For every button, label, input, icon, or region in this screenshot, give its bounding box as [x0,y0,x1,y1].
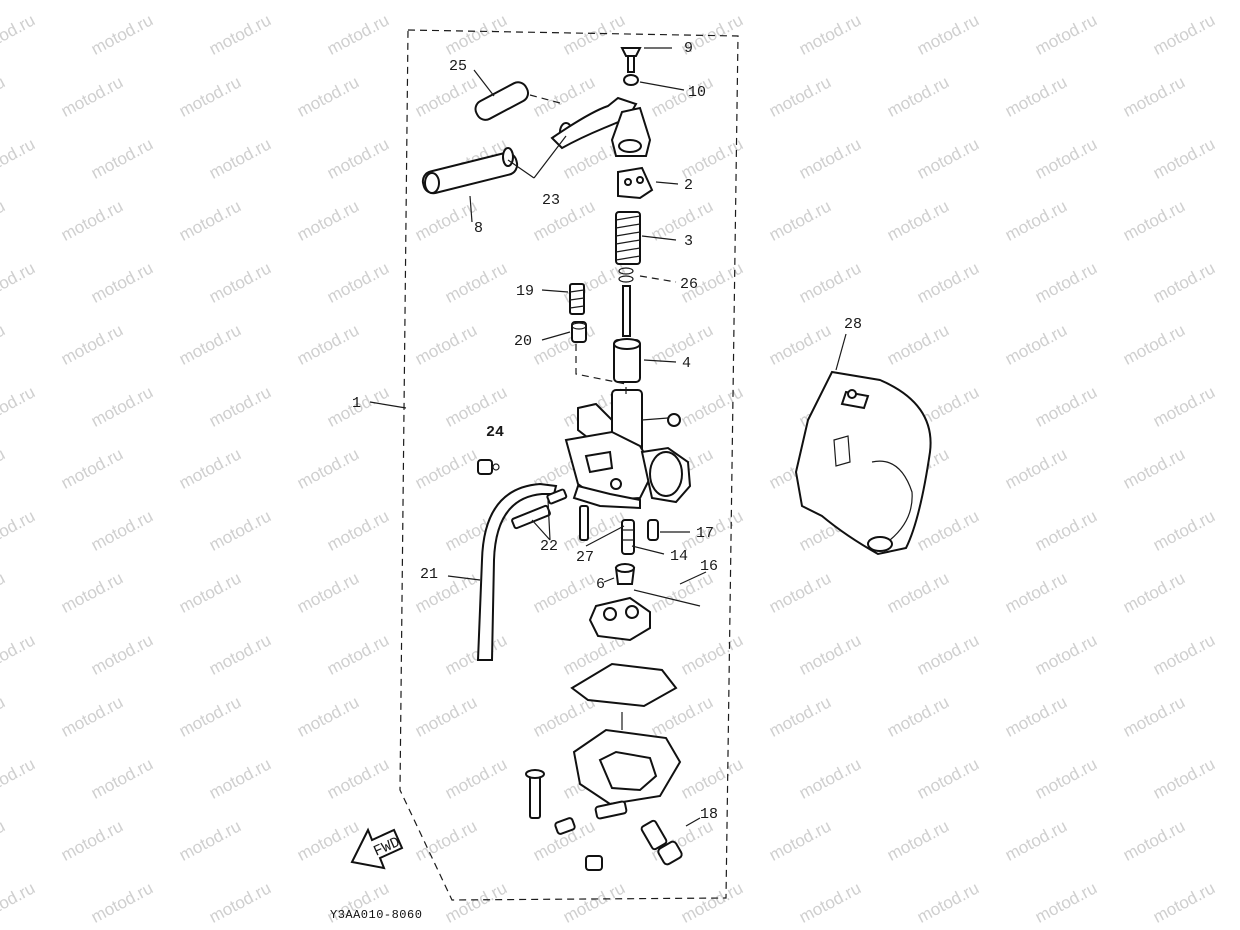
callout-28: 28 [844,316,862,333]
callout-1: 1 [352,395,361,412]
part-float-chamber-gasket [570,662,678,708]
part-14-main-jet-holder [621,519,635,555]
part-8-overflow-hose [421,151,519,195]
callout-25: 25 [449,58,467,75]
part-16-float-pin [633,589,701,607]
part-6-main-jet [614,563,636,585]
callout-22: 22 [540,538,558,555]
part-9-screw [620,47,642,73]
part-17-jet [647,519,659,541]
part-mixing-chamber-top [610,106,652,157]
callout-23: 23 [542,192,560,209]
part-18-drain-hose [640,819,683,866]
fwd-direction-arrow: FWD [350,827,404,870]
callout-9: 9 [684,40,693,57]
callout-3: 3 [684,233,693,250]
callout-26: 26 [680,276,698,293]
part-10-washer [623,74,639,86]
part-20-spring [571,321,587,343]
part-float [588,596,651,642]
callout-6: 6 [596,576,605,593]
callout-2: 2 [684,177,693,194]
part-jet-needle [622,285,631,337]
part-26-needle-clip [618,267,634,283]
part-cable-elbow [550,96,638,150]
part-25-breather-hose [474,81,561,121]
callout-16: 16 [700,558,718,575]
callout-20: 20 [514,333,532,350]
callout-27: 27 [576,549,594,566]
part-bottom-plug [585,855,603,871]
callout-24: 24 [486,424,504,441]
part-27-needle-jet [579,505,589,541]
part-24-plug [477,459,500,475]
part-float-chamber [572,712,682,806]
part-2-top-gasket [617,166,654,200]
drawing-code: Y3AA010-8060 [330,908,422,922]
part-drain-screw [554,800,628,835]
part-3-throttle-spring [615,211,641,265]
part-21-drain-tube [476,482,558,661]
callout-17: 17 [696,525,714,542]
callout-10: 10 [688,84,706,101]
callout-8: 8 [474,220,483,237]
callout-14: 14 [670,548,688,565]
part-19-pilot-screw [569,283,585,315]
leader-lines [369,47,847,827]
callout-18: 18 [700,806,718,823]
part-chamber-screw [525,769,545,819]
part-4-throttle-valve [613,338,641,383]
callout-19: 19 [516,283,534,300]
part-28-air-filter-cover [794,370,932,556]
callout-21: 21 [420,566,438,583]
callout-4: 4 [682,355,691,372]
part-carburetor-body [564,389,692,510]
